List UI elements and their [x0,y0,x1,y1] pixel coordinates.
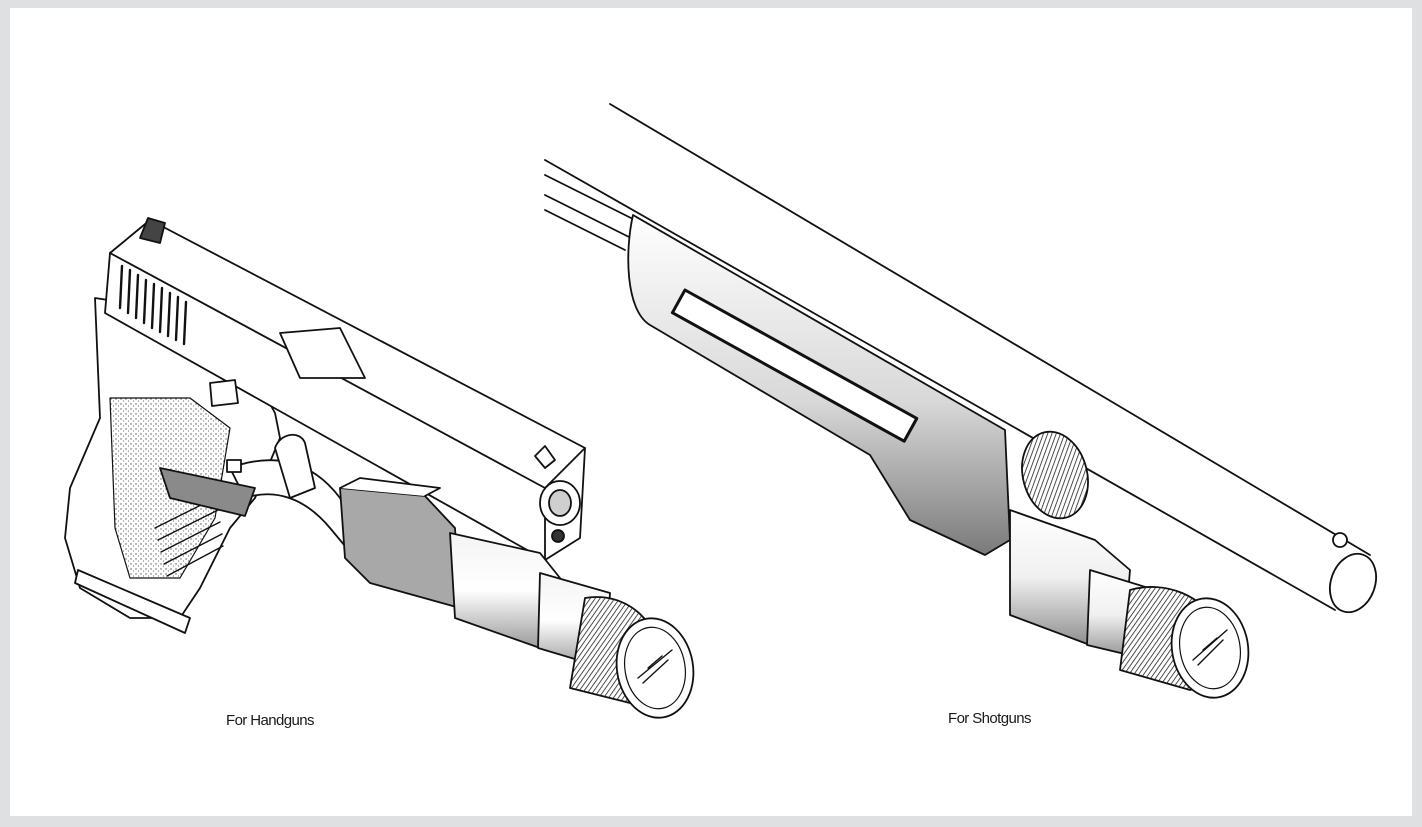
handgun-caption: For Handguns [226,712,314,729]
handgun-illustration [64,217,695,719]
shotgun-caption: For Shotguns [948,710,1031,727]
figure-panel: For Handguns For Shotguns [10,8,1412,816]
shotgun-illustration [544,103,1377,699]
